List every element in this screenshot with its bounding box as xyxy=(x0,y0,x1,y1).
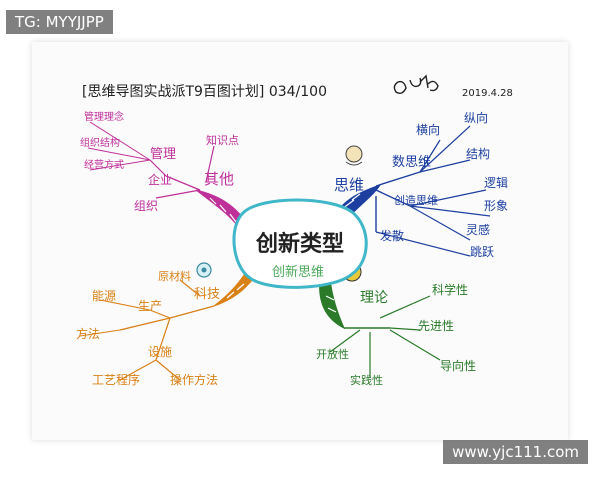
node-tech-2: 能源 xyxy=(92,289,116,303)
node-thinking-4: 纵向 xyxy=(464,110,488,125)
head-icon xyxy=(345,145,363,166)
watermark-top: TG: MYYJJPP xyxy=(6,10,113,34)
node-tech-5: 操作方法 xyxy=(170,372,218,387)
node-tech-4: 工艺程序 xyxy=(92,372,140,387)
center-topic: 创新类型 创新思维 xyxy=(232,198,368,289)
node-thinking-2: 发散 xyxy=(380,228,404,243)
node-theory-3: 实践性 xyxy=(350,373,383,387)
branch-other: 其他 知识点 管理 企业 组织 管理理念 组织结构 经营方式 xyxy=(80,110,251,235)
node-theory-2: 开放性 xyxy=(316,347,349,361)
node-thinking-7: 形象 xyxy=(484,199,508,213)
node-theory-1: 先进性 xyxy=(418,319,454,333)
node-thinking-5: 结构 xyxy=(466,146,490,161)
node-tech-0: 原材料 xyxy=(158,269,191,283)
node-other-1: 管理 xyxy=(150,147,176,162)
node-thinking-8: 灵感 xyxy=(466,222,490,237)
watermark-bottom: www.yjc111.com xyxy=(443,440,588,464)
node-thinking-0: 数思维 xyxy=(392,155,431,170)
node-thinking-1: 创造思维 xyxy=(394,193,438,207)
node-other-3: 组织 xyxy=(134,199,158,213)
header-title: [思维导图实战派T9百图计划] 034/100 xyxy=(82,84,327,100)
node-theory-0: 科学性 xyxy=(432,282,468,297)
branch-thinking: 思维 数思维 创造思维 发散 横向 纵向 结构 逻辑 形象 灵感 跳跃 xyxy=(329,110,508,259)
branch-tech-label: 科技 xyxy=(194,287,220,302)
branch-thinking-label: 思维 xyxy=(334,176,364,194)
node-tech-1: 生产 xyxy=(138,299,162,313)
gear-icon xyxy=(196,262,212,278)
center-subtitle: 创新思维 xyxy=(272,264,324,280)
node-other-4: 管理理念 xyxy=(84,110,124,123)
node-thinking-6: 逻辑 xyxy=(484,176,508,190)
node-other-5: 组织结构 xyxy=(80,136,120,149)
branch-tech: 科技 原材料 生产 能源 方法 工艺程序 操作方法 设施 xyxy=(76,262,259,387)
branch-theory-trunk xyxy=(319,277,345,330)
node-theory-4: 导向性 xyxy=(440,358,476,373)
node-thinking-9: 跳跃 xyxy=(470,245,494,259)
branch-theory-label: 理论 xyxy=(360,290,388,306)
author-signature xyxy=(393,74,439,95)
branch-other-label: 其他 xyxy=(204,170,234,188)
node-thinking-3: 横向 xyxy=(416,122,440,137)
node-tech-6: 设施 xyxy=(148,345,172,359)
node-other-0: 知识点 xyxy=(206,133,239,147)
center-title: 创新类型 xyxy=(255,231,344,257)
center-bubble xyxy=(232,198,368,289)
branch-theory: 理论 科学性 先进性 开放性 实践性 导向性 xyxy=(316,262,476,387)
node-other-2: 企业 xyxy=(148,172,172,187)
node-other-6: 经营方式 xyxy=(84,158,124,171)
node-tech-3: 方法 xyxy=(76,326,100,341)
header-date: 2019.4.28 xyxy=(462,88,513,99)
